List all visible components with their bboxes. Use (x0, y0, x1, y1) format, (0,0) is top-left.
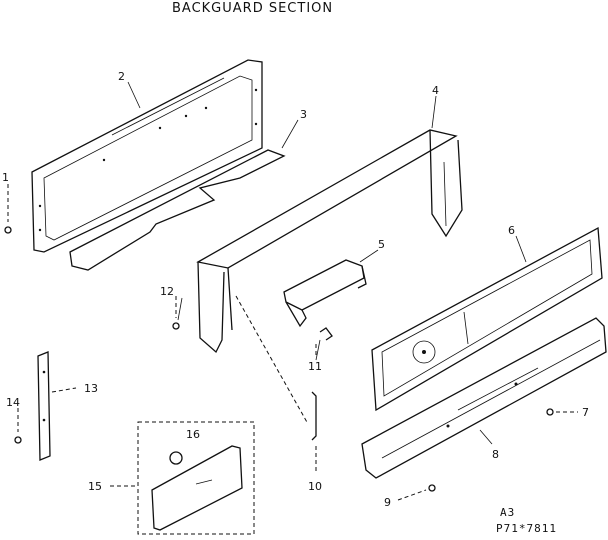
figure-number: P71*7811 (496, 522, 557, 535)
part-12-screw (172, 296, 180, 330)
callout-9: 9 (384, 496, 391, 509)
callout-5: 5 (378, 238, 385, 251)
callout-11: 11 (308, 360, 322, 373)
callout-3: 3 (300, 108, 307, 121)
diagram-title: BACKGUARD SECTION (172, 1, 334, 16)
callout-10: 10 (308, 480, 322, 493)
leader-lines (127, 81, 527, 445)
callout-13: 13 (84, 382, 98, 395)
part-14-screw (14, 408, 22, 444)
callout-6: 6 (508, 224, 515, 237)
part-2-frame-panel (31, 59, 263, 253)
callout-7: 7 (582, 406, 589, 419)
part-7-screw (546, 408, 578, 416)
callout-labels: 1 2 3 4 5 6 7 8 9 10 11 12 13 14 15 16 (2, 70, 589, 509)
callout-16: 16 (186, 428, 200, 441)
part-1-screw (4, 184, 12, 234)
part-13-side-bracket (37, 351, 77, 461)
callout-1: 1 (2, 171, 9, 184)
callout-14: 14 (6, 396, 20, 409)
callout-4: 4 (432, 84, 439, 97)
part-15-16-kit-box (110, 421, 255, 535)
callout-8: 8 (492, 448, 499, 461)
part-4-backguard-shell (196, 129, 463, 354)
part-3-insulation (69, 149, 286, 271)
part-9-screw (397, 484, 436, 501)
part-10-rod (235, 295, 317, 474)
callout-2: 2 (118, 70, 125, 83)
part-8-front-trim (361, 317, 607, 479)
callout-15: 15 (88, 480, 102, 493)
part-11-clip (315, 327, 333, 356)
part-6-control-panel (371, 226, 603, 412)
drawing-code: A3 (500, 506, 516, 519)
part-5-bracket (283, 259, 367, 328)
callout-12: 12 (160, 285, 174, 298)
